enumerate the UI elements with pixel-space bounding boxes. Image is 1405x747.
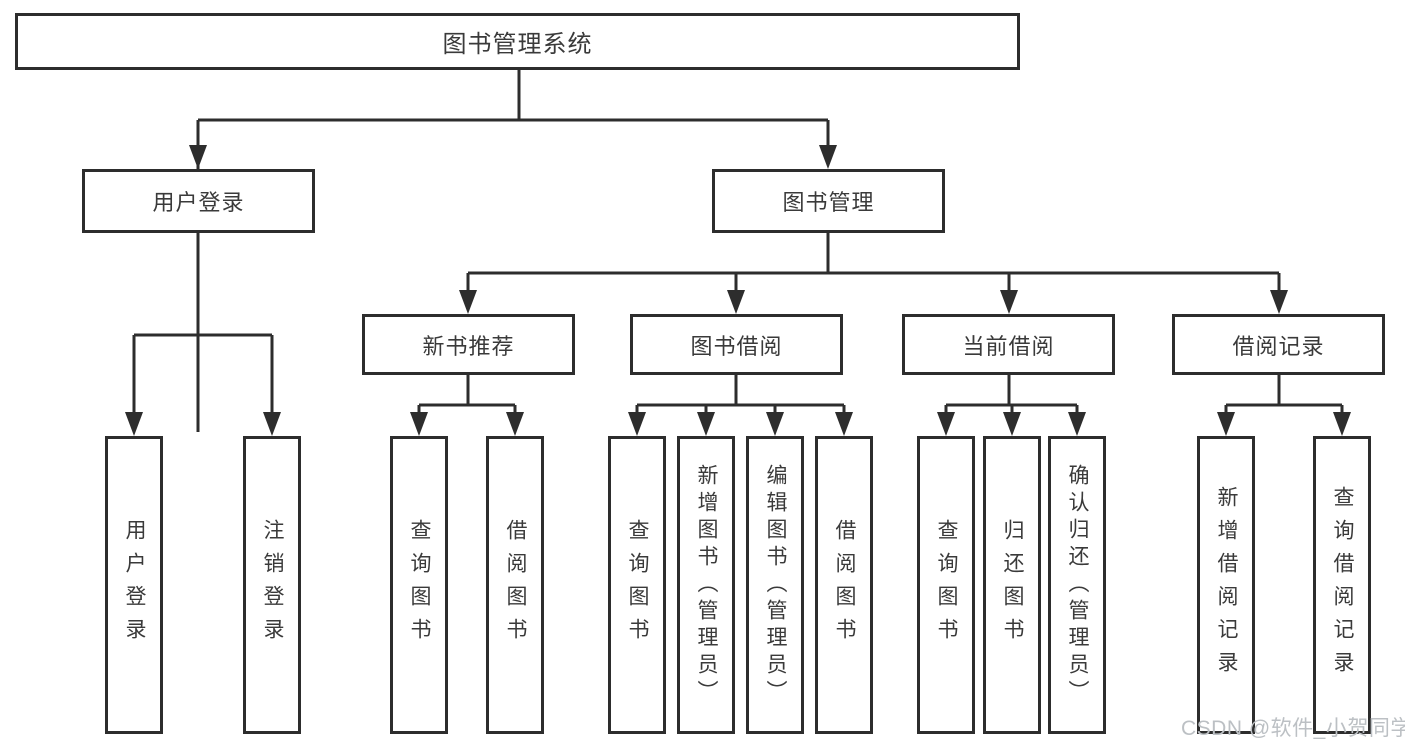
leaf-user-login: 用户登录 bbox=[105, 436, 163, 734]
leaf-add-books-admin: 新增图书（管理员） bbox=[677, 436, 735, 734]
leaf-confirm-return-admin: 确认归还（管理员） bbox=[1048, 436, 1106, 734]
node-new-book-recommendation: 新书推荐 bbox=[362, 314, 575, 375]
leaf-query-books-current: 查询图书 bbox=[917, 436, 975, 734]
leaf-borrow-books: 借阅图书 bbox=[815, 436, 873, 734]
node-borrowing-records: 借阅记录 bbox=[1172, 314, 1385, 375]
node-book-borrowing: 图书借阅 bbox=[630, 314, 843, 375]
node-book-management: 图书管理 bbox=[712, 169, 945, 233]
node-library-management-system: 图书管理系统 bbox=[15, 13, 1020, 70]
leaf-logout: 注销登录 bbox=[243, 436, 301, 734]
leaf-add-borrow-record: 新增借阅记录 bbox=[1197, 436, 1255, 734]
arrowheads bbox=[125, 145, 1351, 436]
csdn-watermark: CSDN @软件_小贺同学 bbox=[1181, 717, 1405, 740]
leaf-borrow-books-recommend: 借阅图书 bbox=[486, 436, 544, 734]
leaf-return-books: 归还图书 bbox=[983, 436, 1041, 734]
node-user-login: 用户登录 bbox=[82, 169, 315, 233]
leaf-query-books-recommend: 查询图书 bbox=[390, 436, 448, 734]
leaf-query-books-borrow: 查询图书 bbox=[608, 436, 666, 734]
node-current-borrowing: 当前借阅 bbox=[902, 314, 1115, 375]
leaf-edit-books-admin: 编辑图书（管理员） bbox=[746, 436, 804, 734]
leaf-query-borrow-record: 查询借阅记录 bbox=[1313, 436, 1371, 734]
